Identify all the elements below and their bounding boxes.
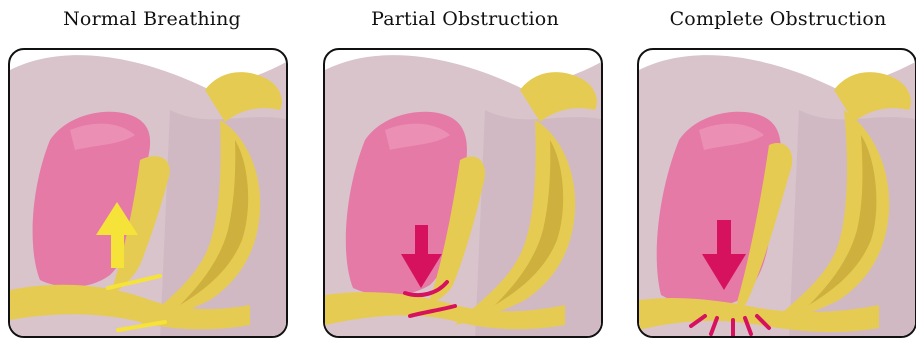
panel-frame — [637, 48, 916, 338]
panel-partial-obstruction — [323, 48, 607, 329]
caption-normal-breathing: Normal Breathing — [2, 8, 302, 30]
panel-frame — [323, 48, 603, 338]
panel-complete-obstruction — [637, 48, 916, 329]
airway-illustration — [639, 50, 916, 338]
panel-frame — [8, 48, 288, 338]
caption-partial-obstruction: Partial Obstruction — [315, 8, 615, 30]
airway-illustration — [10, 50, 288, 338]
caption-complete-obstruction: Complete Obstruction — [628, 8, 916, 30]
panel-normal-breathing — [8, 48, 292, 329]
airway-illustration — [325, 50, 603, 338]
